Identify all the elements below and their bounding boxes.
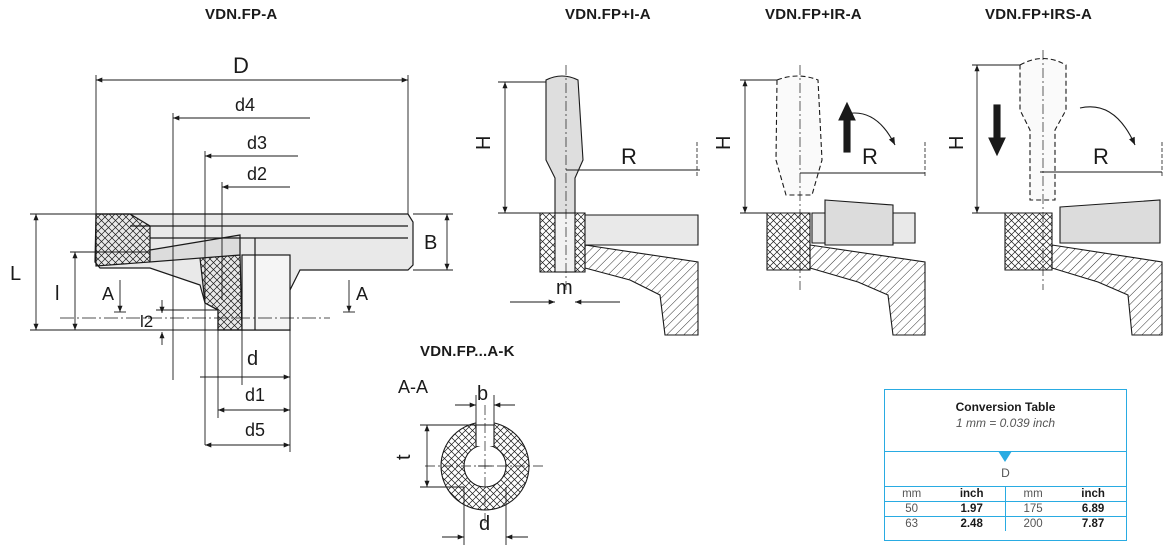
label-A-right: A	[356, 284, 368, 304]
table-cell: 2.48	[938, 516, 1006, 531]
conversion-table-title: Conversion Table	[955, 400, 1056, 414]
title-vdn-fp-a-k: VDN.FP...A-K	[420, 343, 515, 360]
label-d-key: d	[479, 513, 490, 535]
title-vdn-fp-i-a: VDN.FP+I-A	[565, 6, 651, 23]
label-d5: d5	[245, 420, 265, 440]
label-d3: d3	[247, 133, 267, 153]
header-inch-1: inch	[938, 486, 1006, 502]
view-fp-irs-a	[972, 50, 1163, 336]
table-cell: 6.89	[1060, 501, 1126, 517]
conversion-table-subtitle: 1 mm = 0.039 inch	[955, 416, 1056, 430]
header-inch-2: inch	[1060, 486, 1126, 502]
label-H-ir: H	[713, 136, 735, 150]
conversion-table-symbol: D	[1001, 466, 1010, 480]
label-L: L	[10, 263, 21, 285]
conversion-table-symbol-row: D	[885, 451, 1126, 486]
label-B: B	[424, 232, 437, 254]
view-fp-a-k	[420, 395, 545, 545]
label-A-left: A	[102, 284, 114, 304]
table-header-row: mm inch mm inch	[885, 486, 1126, 502]
label-m: m	[556, 277, 573, 299]
table-row: 50 1.97 175 6.89	[885, 501, 1126, 517]
title-vdn-fp-a: VDN.FP-A	[205, 6, 278, 23]
down-triangle-icon	[998, 451, 1012, 462]
table-cell: 7.87	[1060, 516, 1126, 531]
label-R-irs: R	[1093, 144, 1109, 169]
label-l: l	[55, 283, 59, 305]
title-vdn-fp-ir-a: VDN.FP+IR-A	[765, 6, 862, 23]
main-dimensions	[30, 75, 453, 452]
conversion-table: Conversion Table 1 mm = 0.039 inch D mm …	[884, 389, 1127, 541]
label-H-irs: H	[946, 136, 968, 150]
label-d1: d1	[245, 385, 265, 405]
label-R-ir: R	[862, 144, 878, 169]
label-d4: d4	[235, 95, 255, 115]
label-R-i: R	[621, 144, 637, 169]
table-cell: 175	[1004, 501, 1061, 517]
header-mm-2: mm	[1004, 486, 1061, 502]
label-b: b	[477, 383, 488, 405]
table-cell: 1.97	[938, 501, 1006, 517]
main-section-view	[60, 213, 414, 331]
title-vdn-fp-irs-a: VDN.FP+IRS-A	[985, 6, 1092, 23]
table-row: 63 2.48 200 7.87	[885, 516, 1126, 531]
table-cell: 200	[1004, 516, 1061, 531]
label-d: d	[247, 348, 258, 370]
label-D: D	[233, 53, 249, 78]
label-d2: d2	[247, 164, 267, 184]
view-fp-ir-a	[740, 65, 926, 336]
view-fp-i-a	[498, 65, 700, 336]
label-H-i: H	[473, 136, 495, 150]
label-A-A: A-A	[398, 377, 428, 397]
conversion-table-header: Conversion Table 1 mm = 0.039 inch	[885, 390, 1126, 452]
header-mm-1: mm	[885, 486, 939, 502]
table-cell: 50	[885, 501, 939, 517]
conversion-table-grid: mm inch mm inch 50 1.97 175 6.89 63 2.48…	[885, 486, 1126, 531]
label-t: t	[393, 454, 415, 460]
table-cell: 63	[885, 516, 939, 531]
label-l2: l2	[140, 312, 153, 331]
